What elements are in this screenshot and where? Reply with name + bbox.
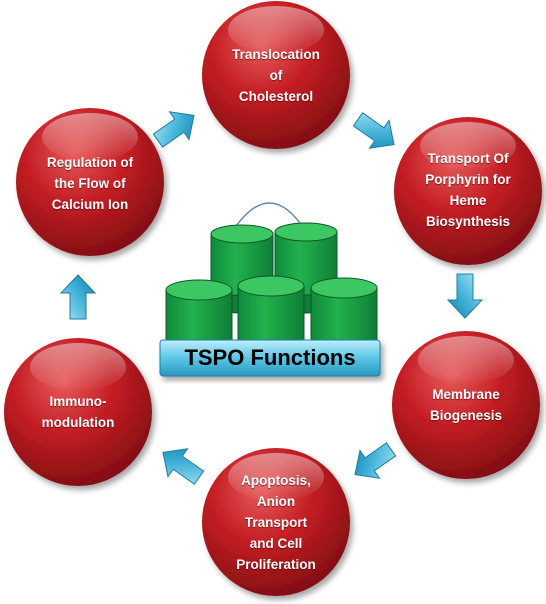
node-immuno xyxy=(4,338,152,486)
arrow-apoptosis-to-immuno xyxy=(162,448,205,485)
node-apoptosis xyxy=(202,448,350,596)
tspo-protein-icon xyxy=(159,202,381,377)
node-porphyrin xyxy=(394,117,542,265)
center-label-bar xyxy=(159,339,381,377)
arrow-translocation-to-porphyrin xyxy=(352,112,395,149)
arrow-membrane-to-apoptosis xyxy=(354,442,397,479)
arrow-porphyrin-to-membrane xyxy=(446,273,484,319)
arrow-calcium-to-translocation xyxy=(152,111,195,148)
node-calcium xyxy=(16,108,164,256)
node-translocation xyxy=(202,1,350,149)
node-membrane xyxy=(392,331,540,479)
arrow-immuno-to-calcium xyxy=(59,274,97,320)
